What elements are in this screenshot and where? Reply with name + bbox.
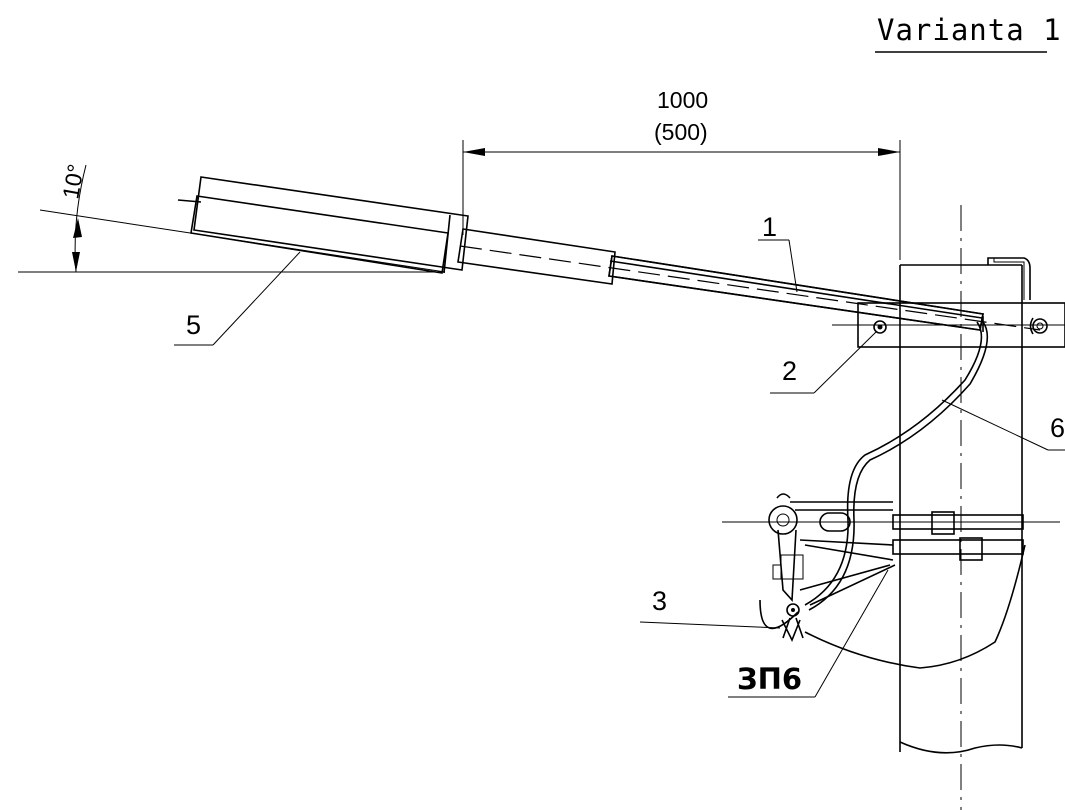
callout-zp6-leader bbox=[814, 569, 889, 698]
arm-centerline bbox=[459, 245, 1041, 331]
dimension-arrow-left bbox=[463, 148, 485, 156]
module-stub bbox=[177, 199, 202, 203]
arm-tube bbox=[608, 255, 984, 331]
callout-1: 1 bbox=[758, 212, 798, 293]
title-block: Varianta 1 bbox=[875, 13, 1062, 53]
bolt-left-center bbox=[877, 324, 883, 330]
callout-2-leader bbox=[813, 331, 877, 394]
hook-top bbox=[776, 493, 791, 499]
cable bbox=[804, 321, 989, 611]
arm-tube-inner-line bbox=[609, 260, 983, 319]
dimension-alt-value: (500) bbox=[654, 119, 708, 145]
callout-5: 5 bbox=[174, 251, 301, 346]
bolt-right-center bbox=[1036, 322, 1044, 330]
angle-arrow-top bbox=[73, 218, 82, 238]
traverse-nut-upper bbox=[931, 511, 955, 535]
traverse-assembly bbox=[722, 493, 1060, 669]
traverse-clamp-upper bbox=[892, 514, 1024, 530]
traverse-struts bbox=[799, 539, 896, 606]
callout-6-leader bbox=[941, 399, 1049, 451]
callout-5-leader bbox=[212, 251, 301, 346]
pole-cap-bracket-inner bbox=[993, 258, 1025, 300]
module-assembly bbox=[177, 176, 469, 274]
bracket-arm bbox=[457, 228, 1041, 331]
callout-1-label: 1 bbox=[762, 212, 777, 242]
callout-2: 2 bbox=[770, 331, 877, 394]
angle-dimension: 10° bbox=[18, 162, 446, 273]
traverse-clamp-lower bbox=[892, 539, 1024, 555]
traverse-nut-lower bbox=[959, 537, 983, 561]
bolt-left bbox=[873, 320, 887, 334]
hook-clamp bbox=[780, 554, 804, 580]
clamp-band bbox=[608, 255, 1065, 348]
dimension-value: 1000 bbox=[657, 87, 708, 113]
terminal-clamp bbox=[786, 603, 800, 617]
callout-1-leader bbox=[788, 239, 798, 293]
callout-3: 3 bbox=[639, 586, 781, 629]
arm-tube-over-clamp bbox=[608, 255, 984, 331]
dimension-arrow-right bbox=[878, 148, 900, 156]
callout-3-label: 3 bbox=[652, 586, 667, 616]
cable-outer bbox=[804, 321, 983, 606]
angle-value: 10° bbox=[57, 162, 89, 201]
callout-3-shelf bbox=[639, 621, 781, 629]
callout-2-label: 2 bbox=[782, 356, 797, 386]
callout-zp6: ЗП6 bbox=[728, 569, 889, 698]
hook-clamp-side bbox=[772, 564, 782, 580]
terminal-clamp-center bbox=[791, 608, 795, 612]
callout-6-label: 6 bbox=[1050, 413, 1065, 443]
arm-sleeve bbox=[457, 228, 616, 285]
module-yellow-body bbox=[190, 195, 449, 274]
callout-5-label: 5 bbox=[186, 310, 201, 340]
module-end-line bbox=[443, 214, 451, 274]
bolt-right bbox=[1032, 318, 1048, 334]
pole-break-line bbox=[899, 741, 1023, 754]
angle-arrow-bottom bbox=[72, 252, 80, 272]
pole bbox=[899, 205, 1031, 810]
module-outline bbox=[193, 176, 469, 271]
traverse-eye bbox=[819, 512, 851, 532]
terminal-fork bbox=[781, 617, 804, 642]
dimension-length: 1000 (500) bbox=[462, 87, 901, 260]
hook-eye bbox=[768, 505, 798, 535]
pole-cap-bracket bbox=[987, 257, 1031, 300]
drawing-title: Varianta 1 bbox=[877, 13, 1062, 47]
callout-zp6-label: ЗП6 bbox=[737, 662, 802, 696]
callout-6: 6 bbox=[941, 399, 1065, 451]
conductor-wire bbox=[804, 544, 1026, 669]
hook-eye-inner bbox=[776, 513, 790, 527]
bolt-right-washer bbox=[1029, 317, 1034, 335]
cable-inner bbox=[808, 321, 989, 611]
